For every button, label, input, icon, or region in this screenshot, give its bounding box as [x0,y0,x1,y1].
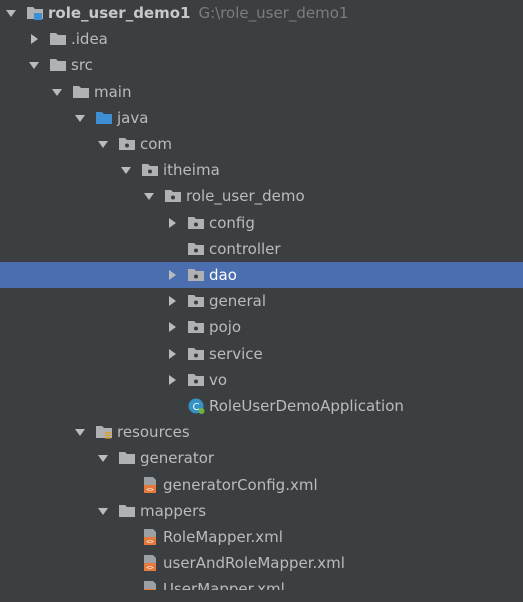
folder-icon [49,56,67,74]
svg-text:C: C [193,402,200,413]
tree-row[interactable]: role_user_demo [0,183,523,209]
tree-row[interactable]: C RoleUserDemoApplication [0,393,523,419]
tree-row[interactable]: <> generatorConfig.xml [0,472,523,498]
folder-icon [72,83,90,101]
tree-item-label: main [94,82,132,101]
tree-bottom-edge [0,590,523,601]
tree-row[interactable]: src [0,52,523,78]
tree-row[interactable]: config [0,210,523,236]
xml-file-icon: <> [141,528,159,546]
expand-arrow-right-icon[interactable] [165,288,179,314]
spring-boot-class-icon: C [187,397,205,415]
tree-item-label: config [209,213,255,232]
tree-item-label: generatorConfig.xml [163,475,318,494]
tree-item-label: pojo [209,318,242,337]
package-icon [187,371,205,389]
resources-folder-icon [95,423,113,441]
folder-icon [49,30,67,48]
tree-row[interactable]: <> RoleMapper.xml [0,524,523,550]
tree-row[interactable]: generator [0,445,523,471]
expand-arrow-down-icon[interactable] [73,419,87,445]
svg-text:<>: <> [146,486,154,493]
expand-arrow-right-icon[interactable] [27,26,41,52]
expand-arrow-right-icon[interactable] [165,262,179,288]
expand-arrow-right-icon[interactable] [165,314,179,340]
package-icon [187,214,205,232]
tree-row[interactable]: role_user_demo1 G:\role_user_demo1 [0,0,523,26]
tree-item-label: RoleMapper.xml [163,528,283,546]
tree-row[interactable]: vo [0,367,523,393]
package-icon [187,266,205,284]
expand-arrow-down-icon[interactable] [96,445,110,471]
expand-arrow-right-icon[interactable] [165,210,179,236]
tree-item-label: role_user_demo1 [48,4,191,22]
expand-arrow-down-icon[interactable] [50,79,64,105]
svg-text:<>: <> [146,565,154,572]
xml-file-icon: <> [141,554,159,572]
tree-item-label: general [209,292,267,311]
package-icon [141,161,159,179]
tree-row[interactable]: service [0,341,523,367]
expand-arrow-down-icon[interactable] [142,183,156,209]
expand-arrow-right-icon[interactable] [165,341,179,367]
expand-arrow-down-icon[interactable] [96,131,110,157]
tree-item-label: .idea [71,30,108,49]
tree-item-label: userAndRoleMapper.xml [163,554,345,573]
folder-icon [118,502,136,520]
tree-item-label: src [71,56,93,75]
tree-row[interactable]: main [0,79,523,105]
expand-arrow-down-icon[interactable] [96,498,110,524]
tree-row[interactable]: <> userAndRoleMapper.xml [0,550,523,576]
tree-item-label: RoleUserDemoApplication [209,397,404,415]
tree-item-label: vo [209,370,228,389]
expand-arrow-down-icon[interactable] [119,157,133,183]
tree-row[interactable]: mappers [0,498,523,524]
tree-row[interactable]: .idea [0,26,523,52]
tree-item-label: generator [140,449,215,468]
folder-icon [118,449,136,467]
package-icon [118,135,136,153]
package-icon [187,345,205,363]
expand-arrow-down-icon[interactable] [4,0,18,26]
tree-item-label: service [209,344,263,363]
tree-row[interactable]: com [0,131,523,157]
tree-row[interactable]: dao [0,262,523,288]
tree-item-label: java [117,108,149,127]
svg-text:<>: <> [146,539,154,546]
tree-item-label: role_user_demo [186,187,305,206]
tree-row[interactable]: pojo [0,314,523,340]
project-folder-icon [26,4,44,22]
tree-row[interactable]: controller [0,236,523,262]
expand-arrow-down-icon[interactable] [27,52,41,78]
tree-item-label: resources [117,423,190,442]
package-icon [187,318,205,336]
project-path: G:\role_user_demo1 [198,4,349,22]
tree-row[interactable]: itheima [0,157,523,183]
expand-arrow-down-icon[interactable] [73,105,87,131]
package-icon [164,187,182,205]
tree-row[interactable]: java [0,105,523,131]
xml-file-icon: <> [141,476,159,494]
source-root-folder-icon [95,109,113,127]
tree-item-label: com [140,135,173,153]
package-icon [187,240,205,258]
expand-arrow-right-icon[interactable] [165,367,179,393]
package-icon [187,292,205,310]
tree-item-label: dao [209,266,237,284]
tree-item-label: itheima [163,161,220,180]
tree-row[interactable]: resources [0,419,523,445]
tree-item-label: controller [209,239,281,258]
tree-item-label: mappers [140,501,207,520]
tree-row[interactable]: general [0,288,523,314]
